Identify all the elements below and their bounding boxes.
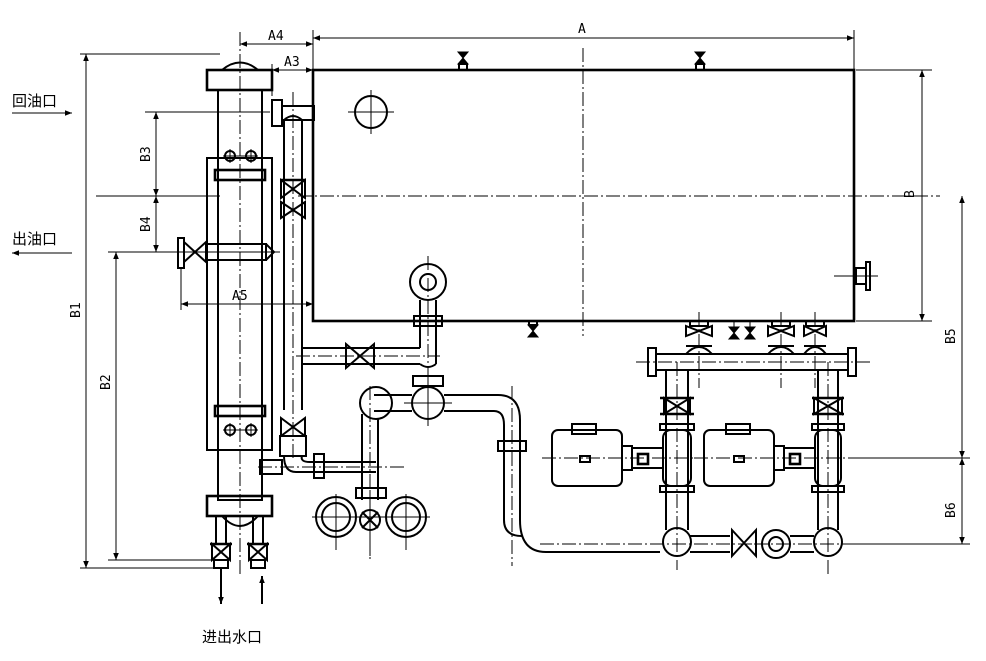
water-valves [210,515,269,604]
bolt-symbol [223,149,258,437]
filter-assembly [312,490,430,556]
return-oil-nozzle [271,99,315,127]
dim-label-b: B [903,190,918,198]
oil-outlet-port-label: 出油口 [12,230,57,248]
tank-top-vent-valve [456,51,470,71]
dim-label-b2: B2 [99,374,114,390]
dim-label-b5: B5 [944,328,959,344]
tank-top-vent-valve [693,51,707,71]
pump-group-2 [694,362,850,576]
return-oil-port-label: 回油口 [12,92,57,110]
cooler-heat-exchanger [165,32,315,604]
suction-gate-valve [731,527,757,559]
pump-suction-line [690,527,850,559]
dim-label-a5: A5 [232,289,248,304]
pump-group-1 [542,362,700,570]
main-suction-pipe [355,380,760,566]
dimension-labels: A A4 A3 A5 B B1 B2 B3 B4 B5 B6 [69,22,959,518]
dimension-lines [12,30,970,569]
discharge-manifold [636,312,870,388]
dim-label-a4: A4 [268,29,284,44]
feed-gate-valve [345,341,375,371]
water-port-label: 进出水口 [202,628,262,646]
horizontal-feed-pipe [296,256,447,400]
oil-tank [298,48,940,340]
return-pipe [258,92,404,479]
dim-label-b4: B4 [139,216,154,232]
port-labels: 回油口 出油口 进出水口 [12,92,262,646]
dim-label-b1: B1 [69,302,84,318]
suction-valve [727,321,757,340]
dim-label-a3: A3 [284,55,300,70]
dim-label-a: A [578,22,586,37]
dim-label-b3: B3 [139,146,154,162]
dim-label-b6: B6 [944,502,959,518]
drain-valve [526,320,540,338]
level-gauge [834,261,878,291]
